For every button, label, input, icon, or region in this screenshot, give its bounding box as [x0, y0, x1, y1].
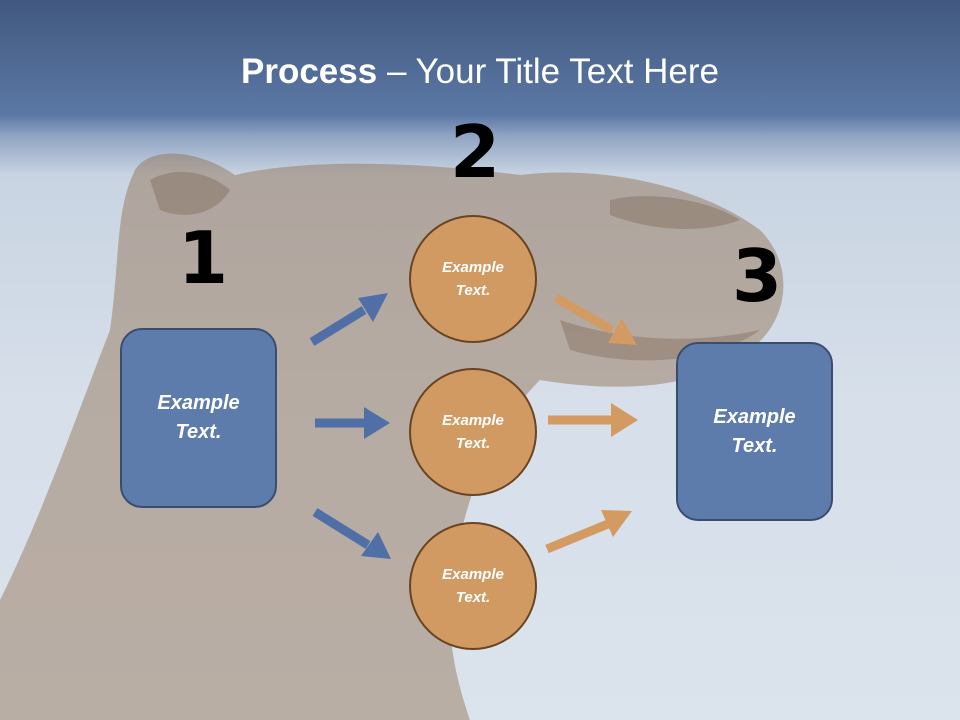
- step-2-circle-1: Example Text.: [409, 215, 537, 343]
- circle-2-line1: Example: [442, 412, 504, 429]
- step-2-circle-3: Example Text.: [409, 522, 537, 650]
- circle-1-line1: Example: [442, 259, 504, 276]
- step-1-line1: Example: [157, 392, 240, 414]
- arrow-from-circle-2: [548, 403, 638, 437]
- circle-3-line2: Text.: [455, 589, 491, 606]
- step-number-3: 3: [732, 234, 783, 318]
- step-3-box: Example Text.: [676, 342, 833, 521]
- circle-3-label: Example Text.: [423, 563, 522, 609]
- circle-1-line2: Text.: [455, 282, 491, 299]
- slide-title: Process – Your Title Text Here: [0, 52, 960, 92]
- step-number-1: 1: [178, 216, 229, 300]
- step-1-line2: Text.: [175, 421, 222, 443]
- step-number-2: 2: [450, 110, 501, 194]
- arrow-from-circle-3: [545, 510, 632, 554]
- circle-2-label: Example Text.: [423, 409, 522, 455]
- arrow-to-circle-2: [315, 407, 390, 439]
- step-2-circle-2: Example Text.: [409, 368, 537, 496]
- title-rest: – Your Title Text Here: [377, 52, 719, 91]
- circle-2-line2: Text.: [455, 435, 491, 452]
- arrow-from-circle-1: [553, 294, 637, 345]
- circle-1-label: Example Text.: [423, 256, 522, 302]
- step-3-label: Example Text.: [693, 403, 815, 461]
- step-3-line1: Example: [713, 405, 796, 428]
- step-1-label: Example Text.: [137, 389, 259, 447]
- circle-3-line1: Example: [442, 566, 504, 583]
- step-1-box: Example Text.: [120, 328, 277, 508]
- step-3-line2: Text.: [731, 434, 778, 457]
- arrow-to-circle-3: [312, 508, 391, 559]
- arrow-to-circle-1: [309, 293, 388, 346]
- title-bold: Process: [241, 52, 378, 91]
